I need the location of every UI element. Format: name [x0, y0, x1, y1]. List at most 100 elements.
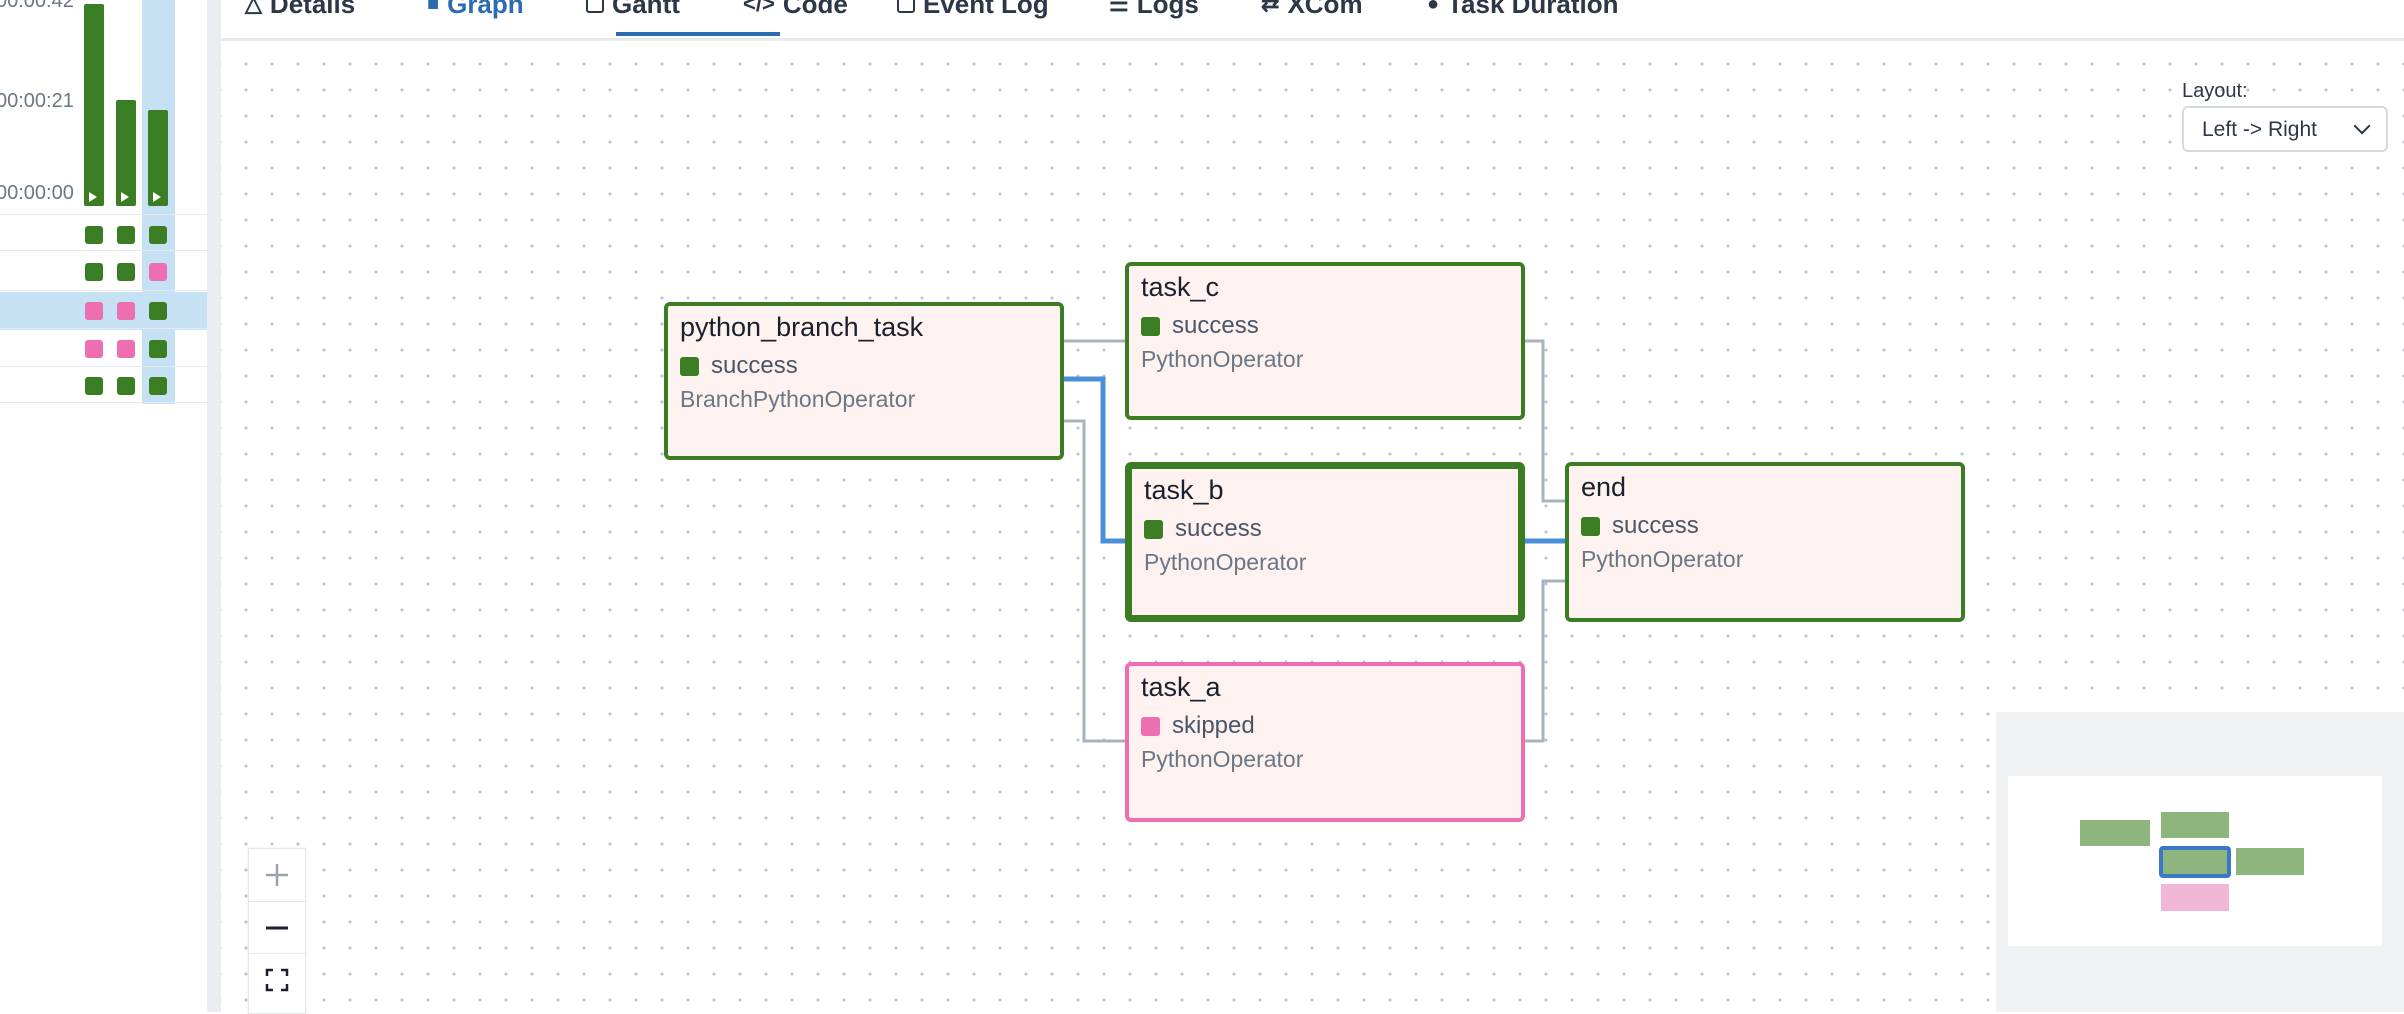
- tab-xcom[interactable]: ⇄ XCom: [1261, 0, 1363, 22]
- task-instance-cell[interactable]: [85, 302, 103, 320]
- status-square-icon: [680, 356, 699, 376]
- run-duration-bar[interactable]: [116, 100, 136, 206]
- task-instance-cell[interactable]: [149, 263, 167, 281]
- task-instance-cell[interactable]: [85, 377, 103, 395]
- info-icon: △: [245, 0, 262, 16]
- edge-task-a-to-end: [1521, 579, 1566, 743]
- task-state-label: success: [711, 352, 798, 379]
- divider: [0, 366, 207, 367]
- panel-resize-handle[interactable]: [207, 0, 221, 1012]
- task-instance-cell[interactable]: [117, 263, 135, 281]
- task-node-python-branch-task[interactable]: python_branch_task success BranchPythonO…: [664, 302, 1064, 460]
- layout-select-value: Left -> Right: [2202, 118, 2317, 141]
- graph-canvas[interactable]: python_branch_task success BranchPythonO…: [221, 41, 2404, 1012]
- fit-view-button[interactable]: [249, 953, 305, 1006]
- minimap-node: [2161, 884, 2229, 911]
- task-name: python_branch_task: [680, 312, 924, 342]
- divider: [0, 250, 207, 251]
- duration-label-max: 00:00:42: [0, 0, 74, 12]
- task-name: end: [1581, 472, 1627, 502]
- tab-graph[interactable]: ■ Graph: [427, 0, 524, 22]
- status-square-icon: [1141, 316, 1160, 336]
- task-name: task_c: [1141, 272, 1220, 302]
- task-instance-cell[interactable]: [85, 263, 103, 281]
- minimap-node: [2236, 848, 2304, 875]
- divider: [0, 214, 207, 215]
- tab-logs[interactable]: ☰ Logs: [1109, 0, 1199, 22]
- task-instance-cell[interactable]: [149, 226, 167, 244]
- task-node-task-b[interactable]: task_b success PythonOperator: [1125, 462, 1525, 622]
- task-state-label: success: [1175, 515, 1262, 542]
- task-operator: PythonOperator: [1144, 549, 1307, 575]
- task-instance-cell[interactable]: [149, 377, 167, 395]
- zoom-out-button[interactable]: [249, 901, 305, 954]
- task-state: success: [680, 352, 798, 380]
- play-icon: [121, 192, 129, 202]
- logs-icon: ☰: [1109, 0, 1129, 16]
- task-state-label: success: [1612, 512, 1699, 539]
- selected-task-row: [0, 292, 207, 330]
- graph-icon: ■: [427, 0, 440, 15]
- minimap[interactable]: [1996, 712, 2404, 1012]
- status-square-icon: [1141, 716, 1160, 736]
- task-instance-cell[interactable]: [117, 377, 135, 395]
- tab-label: Event Log: [923, 0, 1049, 19]
- status-square-icon: [1581, 516, 1600, 536]
- task-state: success: [1144, 515, 1262, 543]
- edge-task-c-to-end: [1521, 339, 1566, 503]
- graph-edges: [1061, 339, 1566, 743]
- edge-branch-to-task-a: [1061, 419, 1130, 743]
- tab-label: Details: [269, 0, 356, 19]
- task-instance-cell[interactable]: [117, 340, 135, 358]
- tab-task-duration[interactable]: ● Task Duration: [1427, 0, 1619, 22]
- task-state-label: skipped: [1172, 712, 1255, 739]
- minimap-viewport: [2008, 776, 2382, 946]
- zoom-controls: [248, 848, 306, 1014]
- minus-icon: [266, 926, 288, 930]
- xcom-icon: ⇄: [1261, 0, 1280, 16]
- task-node-task-a[interactable]: task_a skipped PythonOperator: [1125, 662, 1525, 822]
- tab-label: Code: [782, 0, 848, 19]
- task-state: success: [1141, 312, 1259, 340]
- plus-icon: [266, 864, 288, 886]
- task-node-end[interactable]: end success PythonOperator: [1565, 462, 1965, 622]
- zoom-in-button[interactable]: [249, 849, 305, 901]
- chevron-down-icon: [2353, 117, 2371, 135]
- layout-select[interactable]: Left -> Right: [2182, 106, 2388, 152]
- task-operator: PythonOperator: [1141, 346, 1304, 372]
- task-operator: PythonOperator: [1581, 546, 1744, 572]
- minimap-node: [2161, 812, 2229, 838]
- tab-label: Gantt: [612, 0, 680, 19]
- task-instance-cell[interactable]: [149, 340, 167, 358]
- divider: [0, 290, 207, 291]
- divider: [0, 402, 207, 403]
- tab-code[interactable]: </> Code: [743, 0, 848, 22]
- task-instance-cell[interactable]: [117, 226, 135, 244]
- user-icon: ●: [1427, 0, 1440, 15]
- task-instance-cell[interactable]: [85, 340, 103, 358]
- minimap-node-selected: [2159, 846, 2231, 878]
- task-state-label: success: [1172, 312, 1259, 339]
- task-node-task-c[interactable]: task_c success PythonOperator: [1125, 262, 1525, 420]
- minimap-node: [2080, 820, 2150, 846]
- layout-label: Layout:: [2182, 80, 2248, 102]
- task-instance-cell[interactable]: [149, 302, 167, 320]
- run-duration-bar[interactable]: [148, 110, 168, 206]
- run-duration-bar[interactable]: [84, 4, 104, 206]
- run-grid-sidebar: 00:00:42 00:00:21 00:00:00: [0, 0, 207, 1012]
- tab-event-log[interactable]: Event Log: [897, 0, 1049, 22]
- tab-label: Logs: [1136, 0, 1199, 19]
- status-square-icon: [1144, 519, 1163, 539]
- tab-gantt[interactable]: Gantt: [586, 0, 680, 22]
- fullscreen-icon: [265, 968, 289, 992]
- tab-details[interactable]: △ Details: [245, 0, 355, 22]
- event-log-icon: [897, 0, 915, 13]
- task-instance-cell[interactable]: [85, 226, 103, 244]
- task-state: skipped: [1141, 712, 1255, 740]
- play-icon: [153, 192, 161, 202]
- task-name: task_b: [1144, 475, 1224, 505]
- tab-label: XCom: [1287, 0, 1363, 19]
- gantt-icon: [586, 0, 604, 13]
- task-instance-cell[interactable]: [117, 302, 135, 320]
- tab-label: Task Duration: [1447, 0, 1619, 19]
